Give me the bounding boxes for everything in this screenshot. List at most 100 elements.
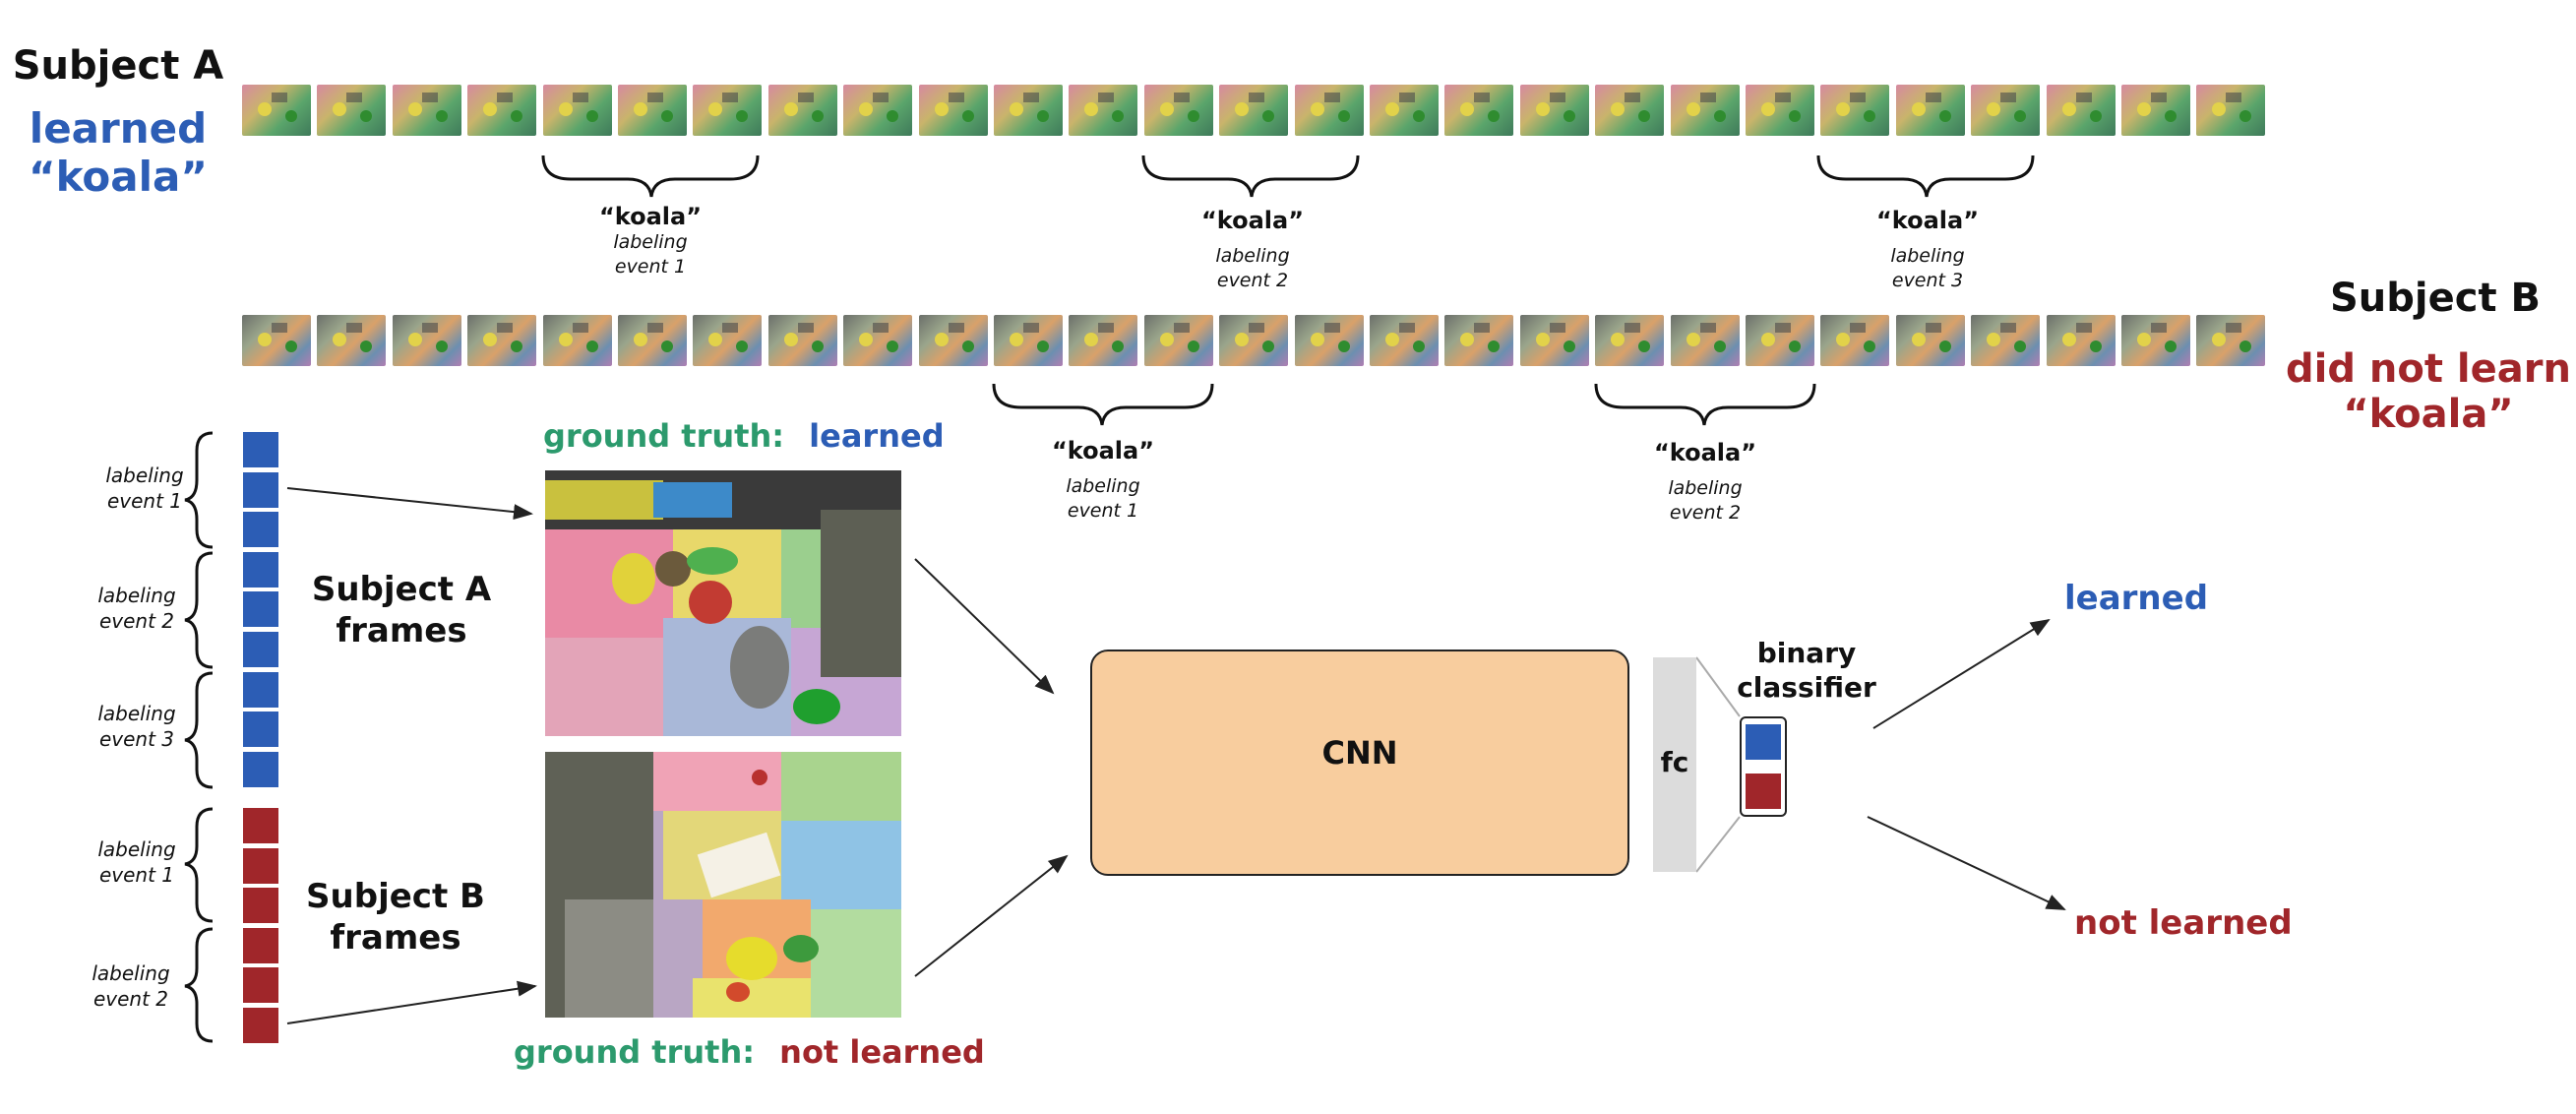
subject-a-frame-thumbnail	[317, 85, 386, 136]
subject-a-frame-thumbnail	[2047, 85, 2116, 136]
subject-a-frame-thumbnail	[1144, 85, 1213, 136]
subject-a-frame-object	[1311, 102, 1324, 116]
subject-b-frame-object	[1385, 333, 1399, 346]
subject-a-frame-thumbnail	[843, 85, 912, 136]
subject-b-frame-object	[258, 333, 272, 346]
subject-b-event-1-word: “koala”	[1052, 437, 1154, 464]
subject-b-frame-object	[887, 340, 898, 352]
subject-a-frame-cell	[242, 550, 279, 588]
ground-truth-b-value: not learned	[779, 1033, 985, 1071]
subject-b-frame-object	[2137, 333, 2151, 346]
subject-b-frame-thumbnail	[1219, 315, 1288, 366]
subject-b-frame-object	[1700, 323, 1716, 333]
subject-b-frame-object	[722, 323, 738, 333]
cnn-label: CNN	[1321, 734, 1398, 772]
binary-classifier-label: binary classifier	[1718, 636, 1895, 705]
subject-a-frame-thumbnail	[1069, 85, 1137, 136]
subject-a-frame-cell	[242, 631, 279, 668]
subject-b-frame-thumbnail	[768, 315, 837, 366]
subject-a-photo-image	[545, 470, 901, 736]
subject-b-title: Subject B	[2329, 276, 2541, 321]
subject-a-frame-thumbnail	[242, 85, 311, 136]
subject-b-frame-object	[2090, 340, 2102, 352]
subject-b-frame-thumbnail	[2047, 315, 2116, 366]
subject-a-event2-brace	[1141, 155, 1360, 198]
subject-a-frame-thumbnail	[1746, 85, 1814, 136]
subject-b-event2-brace	[1594, 383, 1816, 426]
side-event-a1-line1: labeling	[105, 464, 184, 487]
subject-b-status-line1: did not learn	[2286, 346, 2571, 392]
subject-a-title: Subject A	[12, 43, 224, 89]
subject-b-frame-object	[272, 323, 287, 333]
subject-a-event-1: “koala” labeling event 1	[547, 203, 754, 279]
subject-a-frame-thumbnail	[393, 85, 461, 136]
ground-truth-a-label: ground truth:	[543, 417, 785, 455]
subject-b-frame-object	[1188, 340, 1199, 352]
subject-b-frame-thumbnail	[2121, 315, 2190, 366]
subject-b-frame-object	[1714, 340, 1726, 352]
subject-b-frame-cell	[242, 846, 279, 885]
subject-b-frame-object	[1761, 333, 1775, 346]
subject-a-frame-object	[2076, 93, 2092, 102]
subject-b-status: did not learn “koala”	[2281, 346, 2576, 437]
subject-b-frame-thumbnail	[994, 315, 1063, 366]
subject-b-frame-object	[784, 333, 798, 346]
arrow-cell-to-photo-b	[286, 980, 537, 1024]
subject-b-frames-label-line1: Subject B	[306, 877, 485, 916]
subject-a-frame-object	[1235, 102, 1249, 116]
subject-b-frame-object	[2165, 340, 2177, 352]
subject-b-frame-object	[1611, 333, 1625, 346]
subject-a-frame-object	[346, 93, 362, 102]
subject-a-frame-object	[722, 93, 738, 102]
subject-a-frame-cell	[242, 470, 279, 509]
subject-b-frame-object	[1864, 340, 1875, 352]
subject-a-frame-cell	[242, 750, 279, 788]
subject-b-event-1-line2: event 1	[1067, 500, 1139, 522]
subject-a-frame-cell	[242, 590, 279, 629]
subject-a-frame-object	[1174, 93, 1190, 102]
subject-a-frame-object	[1460, 102, 1474, 116]
subject-b-frame-object	[1550, 323, 1565, 333]
subject-b-frame-object	[859, 333, 873, 346]
subject-b-frame-thumbnail	[1820, 315, 1889, 366]
subject-b-frame-object	[346, 323, 362, 333]
subject-a-frame-object	[1399, 93, 1415, 102]
subject-b-frame-thumbnail	[1971, 315, 2040, 366]
subject-b-frame-object	[1987, 333, 2000, 346]
subject-a-frame-object	[2000, 93, 2016, 102]
subject-a-frame-thumbnail	[1219, 85, 1288, 136]
subject-b-frame-thumbnail	[919, 315, 988, 366]
side-brace-b2	[184, 927, 214, 1043]
subject-b-event-2-line2: event 2	[1669, 502, 1742, 524]
subject-a-frame-thumbnail	[543, 85, 612, 136]
subject-a-frame-object	[559, 102, 573, 116]
subject-b-frame-object	[661, 340, 673, 352]
subject-a-frame-object	[1638, 110, 1650, 122]
subject-b-frame-object	[573, 323, 588, 333]
subject-b-frame-cell	[242, 926, 279, 964]
subject-b-frame-thumbnail	[1595, 315, 1664, 366]
subject-b-frame-object	[1338, 340, 1350, 352]
subject-b-frame-object	[1474, 323, 1490, 333]
subject-a-event-1-line2: event 1	[614, 256, 687, 278]
subject-b-frame-thumbnail	[1746, 315, 1814, 366]
subject-a-event-2-line2: event 2	[1216, 270, 1289, 291]
subject-a-frame-object	[1789, 110, 1801, 122]
subject-a-frame-object	[634, 102, 647, 116]
subject-b-frame-thumbnail	[1295, 315, 1364, 366]
subject-b-photo	[545, 752, 901, 1018]
subject-a-frame-thumbnail	[1896, 85, 1965, 136]
subject-b-frame-thumbnail	[693, 315, 762, 366]
subject-b-frame-object	[798, 323, 814, 333]
side-brace-b1	[184, 807, 214, 923]
subject-b-frame-object	[1160, 333, 1174, 346]
subject-a-frame-thumbnail	[1295, 85, 1364, 136]
subject-b-frame-object	[949, 323, 964, 333]
subject-a-frame-object	[2212, 102, 2226, 116]
subject-a-frame-object	[2165, 110, 2177, 122]
subject-a-frame-object	[1188, 110, 1199, 122]
subject-b-frame-object	[962, 340, 974, 352]
subject-b-frames-label: Subject B frames	[287, 876, 504, 959]
subject-a-frame-object	[1926, 93, 1941, 102]
